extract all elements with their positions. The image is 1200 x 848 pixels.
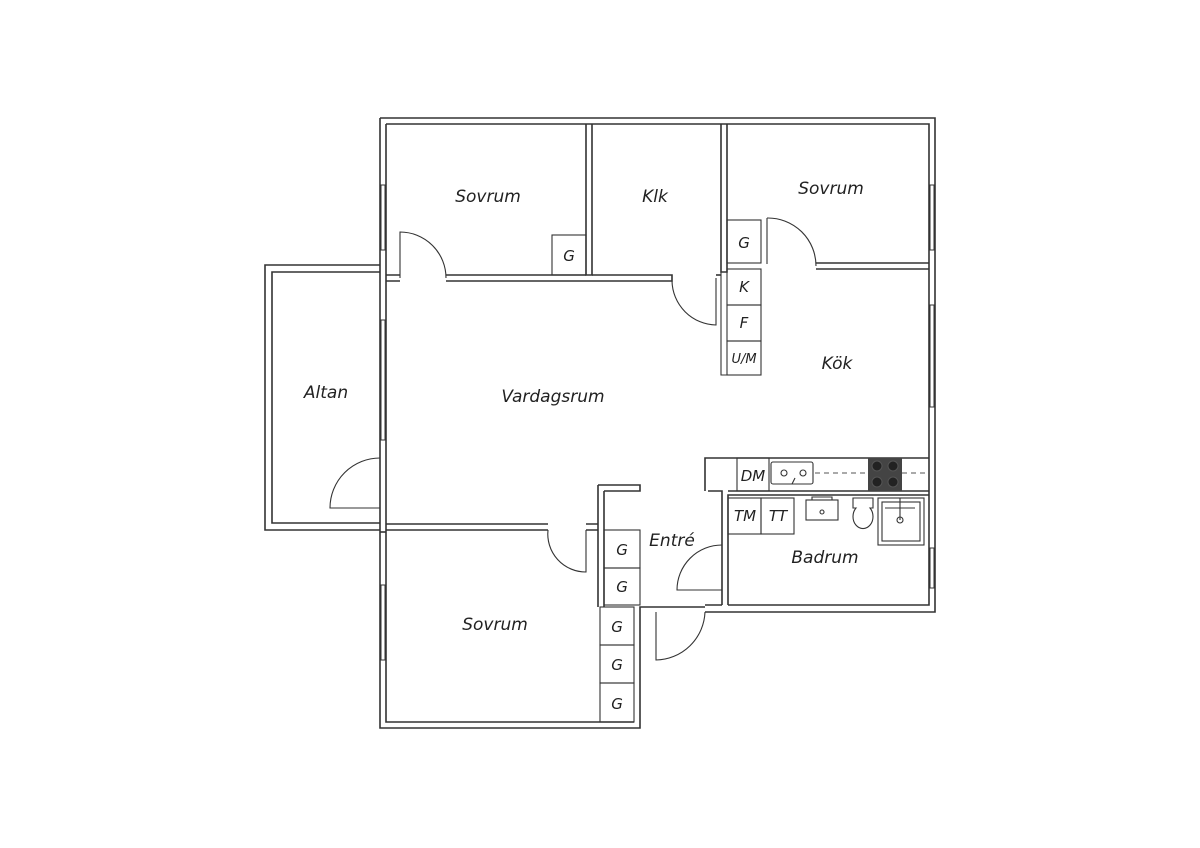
fridge-label: K xyxy=(739,278,750,296)
room-label-sovrum-top-left: Sovrum xyxy=(455,187,521,207)
freezer-label: F xyxy=(740,314,749,332)
balcony-walls xyxy=(264,264,380,531)
oven-label: U/M xyxy=(731,352,756,367)
closet-label: G xyxy=(611,618,623,636)
fixture-labels: G G K F U/M DM TM TT G G G G G xyxy=(563,234,789,713)
bathroom-sink xyxy=(805,499,839,521)
interior-walls xyxy=(386,124,929,613)
closet-label: G xyxy=(616,541,628,559)
window-living-room xyxy=(380,319,386,441)
window-kitchen xyxy=(929,304,935,408)
windows xyxy=(380,184,935,661)
room-label-sovrum-bottom: Sovrum xyxy=(462,615,528,635)
door-bedroom-bottom xyxy=(547,529,587,573)
doors xyxy=(329,217,817,661)
dryer-label: TT xyxy=(769,507,789,525)
window-bathroom xyxy=(929,547,935,589)
closet-label: G xyxy=(563,247,575,265)
dishwasher-label: DM xyxy=(741,467,766,485)
door-bedroom-top-left xyxy=(399,231,447,279)
door-bedroom-top-right xyxy=(766,217,817,267)
room-labels: Sovrum Klk Sovrum Kök Altan Vardagsrum E… xyxy=(303,179,864,635)
door-bathroom xyxy=(676,544,723,591)
closet-label: G xyxy=(738,234,750,252)
closet-label: G xyxy=(616,578,628,596)
toilet xyxy=(852,497,874,530)
room-label-badrum: Badrum xyxy=(791,548,858,568)
room-label-klk: Klk xyxy=(642,187,669,207)
window-top-right-bedroom xyxy=(929,184,935,251)
room-label-entre: Entré xyxy=(649,531,695,551)
window-top-left-bedroom xyxy=(380,184,386,251)
shower xyxy=(877,497,925,546)
closet-label: G xyxy=(611,695,623,713)
closet-label: G xyxy=(611,656,623,674)
kitchen-sink xyxy=(770,461,814,485)
room-label-kok: Kök xyxy=(822,354,854,374)
room-label-altan: Altan xyxy=(303,383,348,403)
room-label-vardagsrum: Vardagsrum xyxy=(501,387,604,407)
fixture-boxes xyxy=(551,219,929,723)
door-entrance xyxy=(655,611,706,661)
room-label-sovrum-top-right: Sovrum xyxy=(798,179,864,199)
door-balcony xyxy=(329,457,381,509)
washer-label: TM xyxy=(734,507,756,525)
door-klk xyxy=(671,278,717,326)
outer-walls xyxy=(379,117,936,729)
window-bottom-bedroom xyxy=(380,584,386,661)
